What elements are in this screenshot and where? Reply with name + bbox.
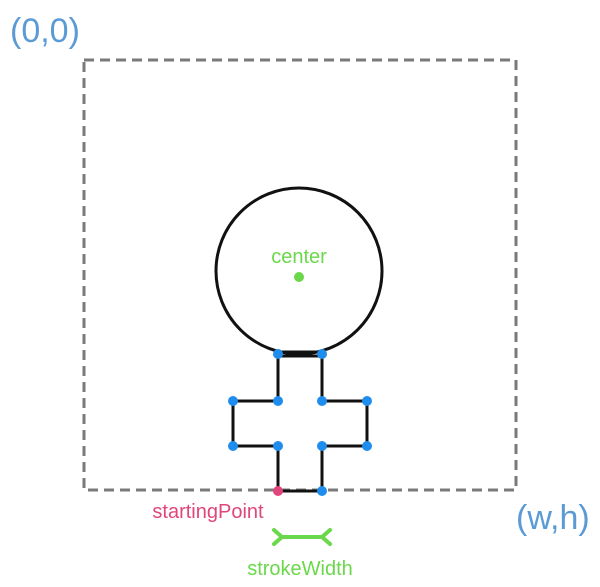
vertex-point (273, 349, 283, 359)
vertex-point (317, 396, 327, 406)
starting-point-label: startingPoint (152, 501, 264, 523)
vertex-point (273, 396, 283, 406)
starting-point (273, 486, 283, 496)
vertex-point (317, 441, 327, 451)
stroke-width-label: strokeWidth (247, 558, 353, 580)
stroke-width-indicator (272, 528, 332, 546)
center-point (294, 272, 304, 282)
vertex-point (362, 441, 372, 451)
corner-label: (w,h) (516, 499, 590, 537)
origin-label: (0,0) (10, 12, 80, 50)
vertex-point (228, 396, 238, 406)
vertex-point (273, 441, 283, 451)
stroke-width-right-cap (318, 528, 332, 546)
vertex-point (317, 349, 327, 359)
vertex-point (228, 441, 238, 451)
symbol-cross (231, 354, 369, 493)
stroke-width-left-cap (272, 528, 286, 546)
vertex-points (228, 349, 372, 496)
vertex-point (362, 396, 372, 406)
center-label: center (271, 246, 327, 268)
symbol-circle (214, 186, 384, 356)
vertex-point (317, 486, 327, 496)
